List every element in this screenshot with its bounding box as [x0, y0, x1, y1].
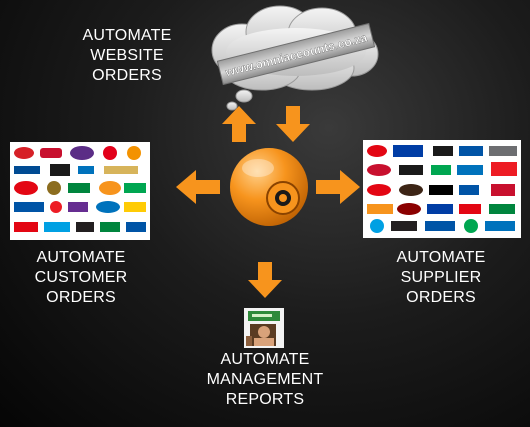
- supplier-label-line-3: ORDERS: [406, 289, 476, 306]
- arrow-right-icon: [316, 170, 360, 204]
- management-report-image: [244, 308, 284, 348]
- website-orders-label: AUTOMATE WEBSITE ORDERS: [62, 26, 192, 86]
- website-label-line-2: WEBSITE: [90, 47, 164, 64]
- supplier-label-line-2: SUPPLIER: [400, 269, 482, 286]
- thought-cloud-icon: www.omniaccounts.co.za: [211, 5, 379, 111]
- arrow-up-icon: [222, 106, 256, 142]
- website-label-line-3: ORDERS: [92, 67, 162, 84]
- customer-logos-icon: [14, 146, 146, 232]
- customer-label-line-3: ORDERS: [46, 289, 116, 306]
- supplier-logos-icon: [367, 145, 517, 233]
- customer-label-line-1: AUTOMATE: [36, 249, 126, 266]
- customer-label-line-2: CUSTOMER: [34, 269, 128, 286]
- customer-logos-panel: [10, 142, 150, 240]
- customer-orders-label: AUTOMATE CUSTOMER ORDERS: [6, 248, 156, 308]
- arrow-left-icon: [176, 170, 220, 204]
- arrow-down-management-icon: [248, 262, 282, 298]
- management-label-line-3: REPORTS: [225, 391, 305, 408]
- management-label-line-1: AUTOMATE: [220, 351, 310, 368]
- omni-logo-icon: [230, 148, 308, 226]
- supplier-orders-label: AUTOMATE SUPPLIER ORDERS: [366, 248, 516, 308]
- arrow-down-icon: [276, 106, 310, 142]
- website-label-line-1: AUTOMATE: [82, 27, 172, 44]
- supplier-logos-panel: [363, 140, 521, 238]
- management-reports-label: AUTOMATE MANAGEMENT REPORTS: [180, 350, 350, 410]
- management-label-line-2: MANAGEMENT: [206, 371, 324, 388]
- supplier-label-line-1: AUTOMATE: [396, 249, 486, 266]
